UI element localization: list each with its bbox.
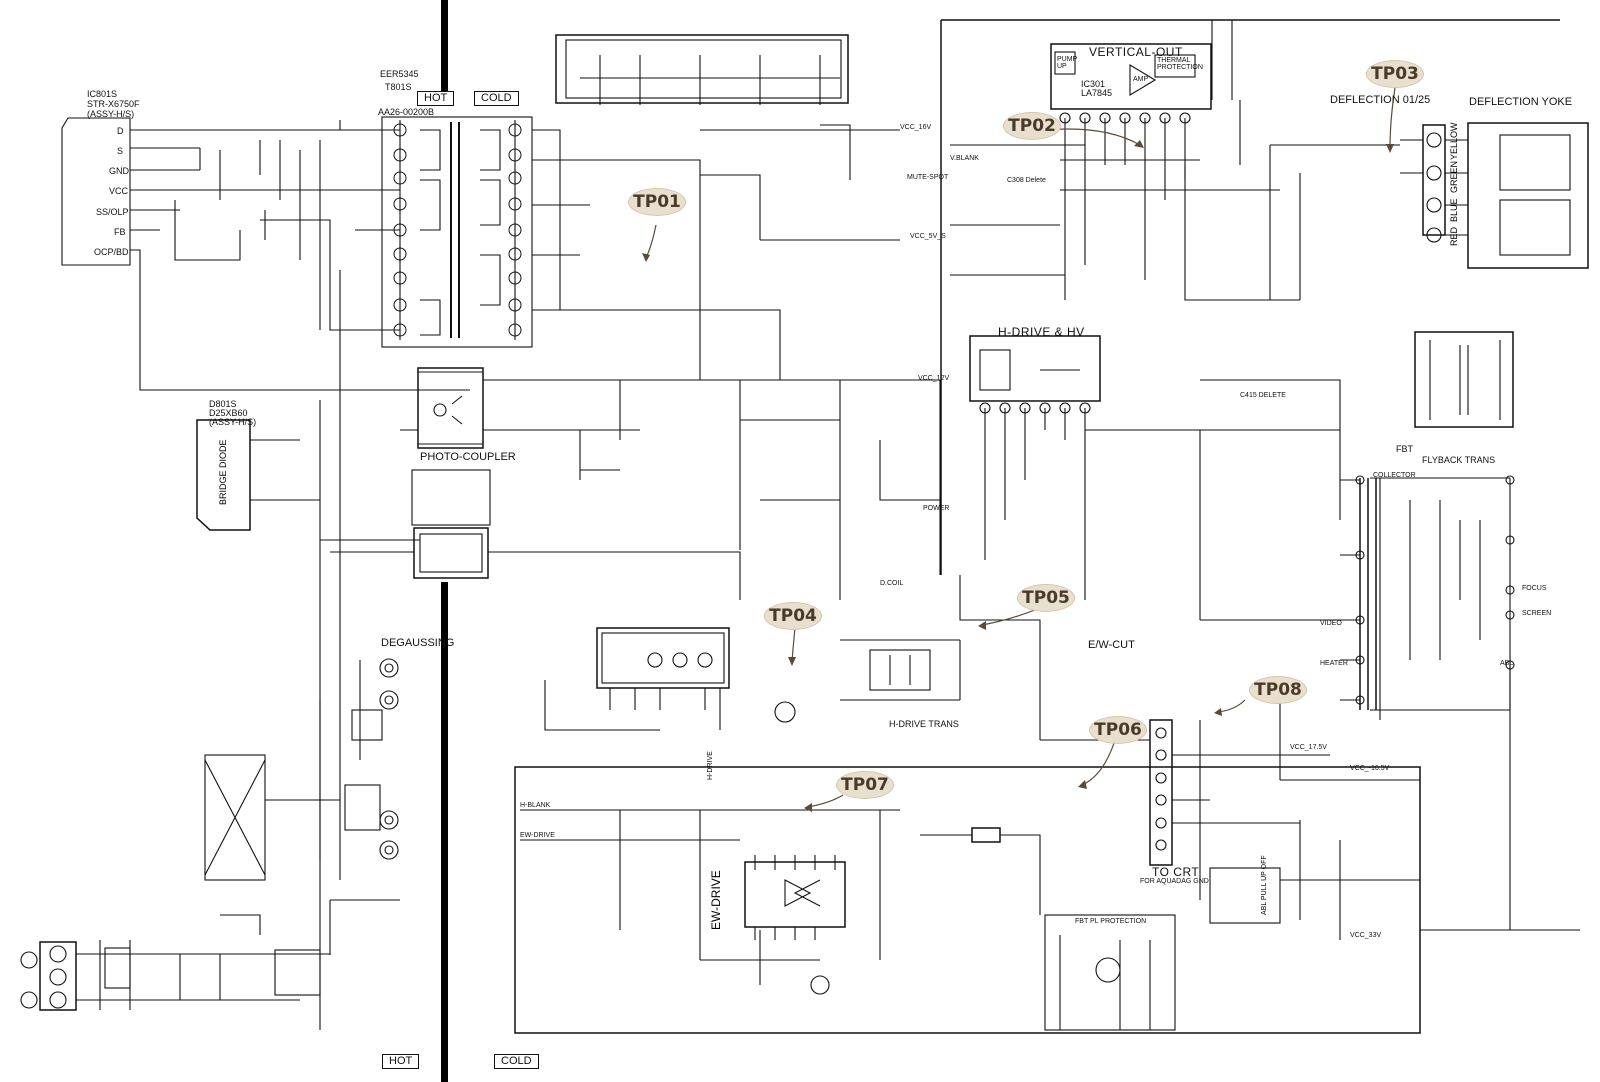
t801-ref: T801S — [385, 82, 412, 92]
v-blank-signal: V.BLANK — [950, 155, 979, 162]
ic801-ref: IC801S — [87, 89, 118, 99]
c308-delete-label: C308 Delete — [1007, 177, 1046, 184]
yoke-color-yellow: YELLOW — [1449, 122, 1459, 160]
fbt-heater-pin: HEATER — [1320, 660, 1348, 667]
yoke-color-green: GREEN — [1449, 160, 1459, 193]
d801-assy: (ASSY-H/S) — [209, 417, 257, 427]
vertical-pump-label: PUMP UP — [1057, 56, 1078, 70]
ew-cut-label: E/W-CUT — [1088, 639, 1135, 651]
ic301-part: LA7845 — [1081, 88, 1113, 98]
ew-drive-signal: EW-DRIVE — [520, 832, 555, 839]
fbt-label: FBT — [1396, 444, 1413, 454]
deflection-yoke-label: DEFLECTION YOKE — [1469, 96, 1573, 108]
ic801-pin-fb: FB — [114, 227, 126, 237]
test-point-tp07: TP07 — [836, 771, 894, 799]
fbt-collector-pin: COLLECTOR — [1373, 472, 1416, 479]
bridge-diode-label: BRIDGE DIODE — [218, 439, 228, 505]
ic801-pin-gnd: GND — [109, 166, 129, 176]
isolation-bar-bottom — [441, 582, 448, 1082]
fbt-focus-pin: FOCUS — [1522, 585, 1547, 592]
abl-pull-up-label: ABL PULL UP OFF — [1261, 855, 1268, 915]
fbt-screen-pin: SCREEN — [1522, 610, 1552, 617]
fbt-protection-label: FBT PL PROTECTION — [1075, 918, 1147, 925]
t801-part: EER5345 — [380, 69, 419, 79]
ew-drive-label: EW-DRIVE — [709, 870, 723, 930]
photo-coupler-label: PHOTO-COUPLER — [420, 451, 516, 463]
vcc-16v-rail: VCC_16V — [900, 124, 932, 131]
ic801-pin-d: D — [117, 126, 124, 136]
test-point-tp02: TP02 — [1003, 112, 1061, 140]
fbt-video-pin: VIDEO — [1320, 620, 1342, 627]
h-drive-hv-label: H-DRIVE & HV — [998, 325, 1085, 339]
ic801-pin-ocp-bd: OCP/BD — [94, 247, 129, 257]
test-point-tp01: TP01 — [628, 188, 686, 216]
d801-ref: D801S — [209, 399, 237, 409]
d801-part: D25XB60 — [209, 408, 248, 418]
to-crt-sub-label: FOR AQUADAG GND — [1140, 878, 1209, 885]
isolation-bar-top — [441, 0, 448, 97]
ic801-pin-vcc: VCC — [109, 186, 129, 196]
test-point-tp03: TP03 — [1366, 60, 1424, 88]
vcc-neg16-5v-rail: VCC_-16.5V — [1350, 765, 1390, 772]
degaussing-label: DEGAUSSING — [381, 637, 455, 649]
power-signal: POWER — [923, 505, 950, 512]
to-crt-label: TO CRT — [1152, 865, 1200, 879]
cold-region-label-bottom: COLD — [494, 1054, 539, 1069]
ic301-ref: IC301 — [1081, 79, 1106, 89]
vertical-thermal-label: THERMAL PROTECTION — [1157, 57, 1203, 71]
t801-code: AA26-00200B — [378, 107, 435, 117]
c415-delete-label: C415 DELETE — [1240, 392, 1286, 399]
test-point-tp05: TP05 — [1017, 584, 1075, 612]
vcc-17-5v-rail: VCC_17.5V — [1290, 744, 1327, 751]
yoke-color-blue: BLUE — [1449, 198, 1459, 222]
cold-region-label-top: COLD — [474, 91, 519, 106]
h-drive-signal: H-DRIVE — [707, 751, 714, 780]
d-coil-signal: D.COIL — [880, 580, 904, 587]
vcc-33v-rail: VCC_33V — [1350, 932, 1382, 939]
vcc-5v-rail: VCC_5V_S — [910, 233, 946, 240]
flyback-trans-label: FLYBACK TRANS — [1422, 455, 1496, 465]
vcc-12v-rail: VCC_12V — [918, 375, 950, 382]
deflection-label: DEFLECTION 01/25 — [1330, 94, 1431, 106]
ic801-assy: (ASSY-H/S) — [87, 109, 135, 119]
fbt-abl-pin: ABL — [1500, 660, 1514, 667]
test-point-tp04: TP04 — [764, 602, 822, 630]
h-drive-trans-label: H-DRIVE TRANS — [889, 719, 959, 729]
hot-region-label-bottom: HOT — [382, 1054, 420, 1069]
test-point-tp08: TP08 — [1249, 676, 1307, 704]
vertical-amp-label: AMP — [1133, 76, 1149, 83]
test-point-tp06: TP06 — [1089, 716, 1147, 744]
hot-region-label-top: HOT — [417, 91, 455, 106]
mute-spot-signal: MUTE-SPOT — [907, 174, 949, 181]
ic801-pin-s: S — [117, 146, 124, 156]
ic801-pin-ss-olp: SS/OLP — [96, 207, 129, 217]
h-blank-signal: H-BLANK — [520, 802, 551, 809]
yoke-color-red: RED — [1449, 226, 1459, 246]
ic801-part: STR-X6750F — [87, 99, 140, 109]
vertical-out-label: VERTICAL-OUT — [1089, 45, 1183, 59]
